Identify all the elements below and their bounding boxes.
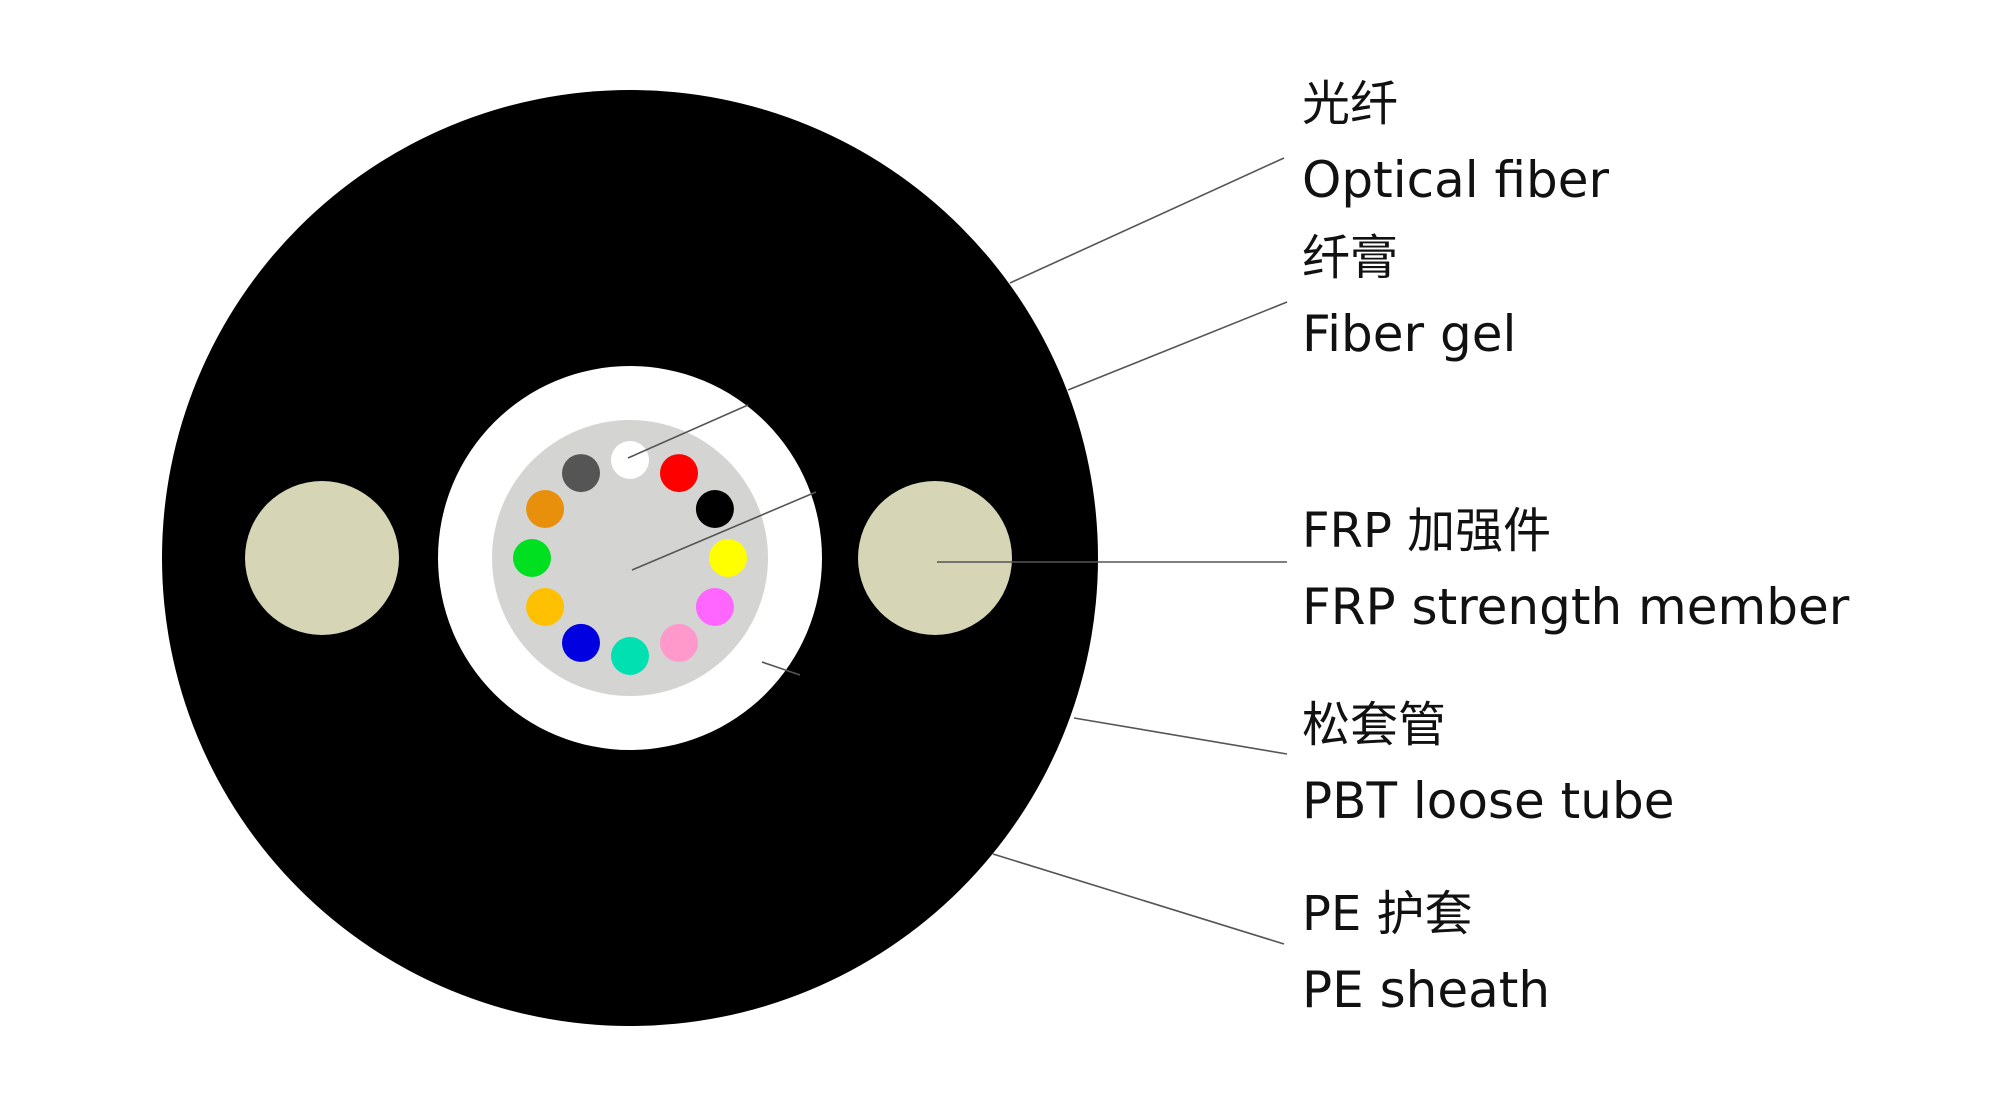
leader-line-fiber-gel	[631, 491, 817, 571]
label-loose-tube: 松套管 PBT loose tube	[1302, 697, 1674, 831]
fiber-white	[611, 441, 649, 479]
fiber-slate	[562, 454, 600, 493]
leader-line-optical-fiber	[627, 404, 749, 459]
frp-strength-member-left	[245, 481, 399, 635]
label-frp-en: FRP strength member	[1302, 578, 1850, 636]
label-pe-sheath-cn: PE 护套	[1302, 886, 1473, 942]
fiber-aqua	[611, 637, 649, 675]
fiber-black	[695, 490, 734, 528]
fiber-gel-core	[492, 420, 768, 696]
frp-strength-member-right	[858, 481, 1012, 635]
label-fiber-gel: 纤膏 Fiber gel	[1302, 230, 1516, 364]
label-loose-tube-en: PBT loose tube	[1302, 772, 1675, 830]
fiber-violet	[695, 588, 734, 626]
fiber-red	[660, 454, 698, 493]
label-frp: FRP 加强件 FRP strength member	[1302, 503, 1849, 637]
leader-lines	[627, 157, 1288, 945]
label-frp-cn: FRP 加强件	[1302, 503, 1552, 559]
label-optical-fiber-cn: 光纤	[1302, 76, 1399, 132]
label-optical-fiber-en: Optical fiber	[1302, 151, 1610, 209]
fiber-green	[513, 539, 551, 577]
fiber-orange	[526, 490, 565, 528]
leader-line-loose-tube-outer	[1073, 717, 1288, 755]
fiber-blue	[562, 623, 600, 662]
leader-line-fiber-gel-outer	[1067, 301, 1288, 391]
leader-line-loose-tube	[761, 661, 801, 676]
label-loose-tube-cn: 松套管	[1302, 697, 1447, 753]
label-fiber-gel-cn: 纤膏	[1302, 230, 1399, 286]
leader-line-optical-fiber-outer	[1009, 157, 1285, 284]
optical-fibers-group	[513, 441, 747, 675]
label-pe-sheath: PE 护套 PE sheath	[1302, 886, 1550, 1020]
fiber-pink	[660, 623, 698, 662]
fiber-yellow	[709, 539, 747, 577]
fiber-orange-yellow	[526, 588, 565, 626]
label-pe-sheath-en: PE sheath	[1302, 961, 1551, 1019]
label-optical-fiber: 光纤 Optical fiber	[1302, 76, 1609, 210]
leader-line-pe-sheath	[992, 853, 1285, 945]
label-fiber-gel-en: Fiber gel	[1302, 305, 1517, 363]
